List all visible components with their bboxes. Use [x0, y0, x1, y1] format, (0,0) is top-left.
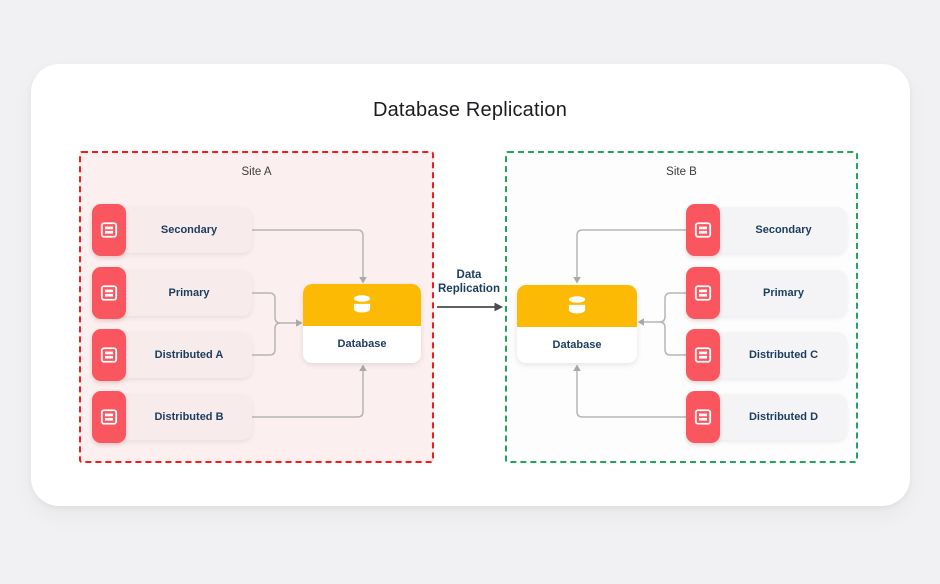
node-body: Distributed B [106, 394, 252, 440]
database-icon [303, 284, 421, 326]
node-site-b-secondary[interactable]: Secondary [686, 204, 847, 256]
node-label: Distributed A [154, 349, 224, 361]
server-icon [686, 267, 720, 319]
database-icon [517, 285, 637, 327]
node-label: Distributed C [748, 349, 819, 361]
node-body: Distributed D [700, 394, 847, 440]
server-icon [686, 204, 720, 256]
replication-label-line2: Replication [438, 282, 500, 295]
replication-label: Data Replication [425, 269, 513, 296]
node-label: Distributed D [748, 411, 819, 423]
node-site-a-distributed-a[interactable]: Distributed A [92, 329, 252, 381]
site-b-label: Site B [666, 166, 697, 178]
node-body: Secondary [700, 207, 847, 253]
site-a-label: Site A [241, 166, 272, 178]
node-site-b-database[interactable]: Database [517, 285, 637, 363]
node-label: Secondary [160, 224, 218, 236]
server-icon [92, 267, 126, 319]
node-body: Primary [700, 270, 847, 316]
server-icon [92, 391, 126, 443]
node-body: Secondary [106, 207, 252, 253]
node-label: Distributed B [154, 411, 224, 423]
node-label: Primary [763, 287, 804, 299]
server-icon [686, 391, 720, 443]
node-site-b-distributed-c[interactable]: Distributed C [686, 329, 847, 381]
server-icon [686, 329, 720, 381]
server-icon [92, 204, 126, 256]
node-body: Distributed A [106, 332, 252, 378]
diagram-title: Database Replication [372, 99, 568, 121]
node-body: Distributed C [700, 332, 847, 378]
node-label: Primary [168, 287, 210, 299]
node-site-a-distributed-b[interactable]: Distributed B [92, 391, 252, 443]
node-site-a-secondary[interactable]: Secondary [92, 204, 252, 256]
server-icon [92, 329, 126, 381]
node-site-b-distributed-d[interactable]: Distributed D [686, 391, 847, 443]
database-label: Database [552, 339, 602, 351]
node-site-a-primary[interactable]: Primary [92, 267, 252, 319]
node-site-a-database[interactable]: Database [303, 284, 421, 363]
replication-label-line1: Data [456, 269, 482, 281]
node-body: Primary [106, 270, 252, 316]
node-label: Secondary [755, 224, 812, 236]
node-site-b-primary[interactable]: Primary [686, 267, 847, 319]
database-label: Database [337, 338, 387, 350]
